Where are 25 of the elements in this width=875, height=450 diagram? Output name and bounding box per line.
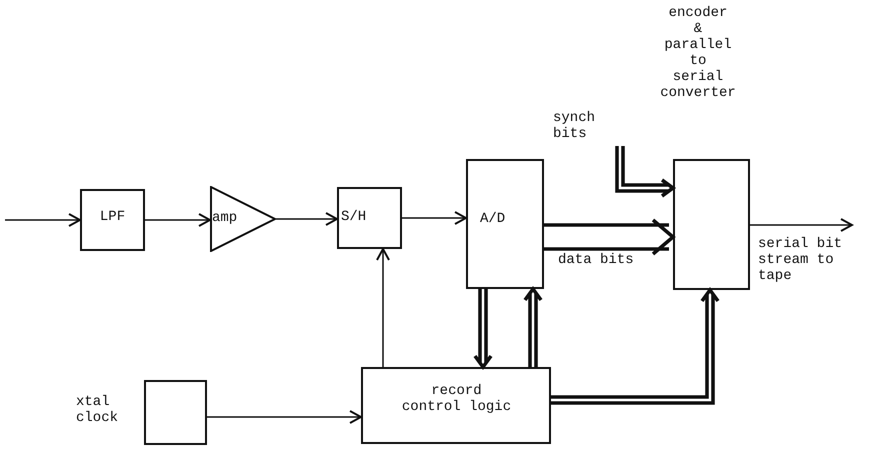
arrow	[5, 213, 81, 227]
block-label: record control logic	[400, 383, 512, 416]
block-label: LPF	[98, 209, 126, 226]
block-box	[80, 189, 145, 251]
arrow	[145, 213, 211, 227]
signal-label: synch bits	[553, 110, 596, 142]
block-box	[337, 187, 402, 249]
arrow	[402, 211, 467, 225]
block-box	[466, 159, 544, 289]
amplifier-triangle	[210, 186, 276, 252]
arrow	[276, 212, 338, 226]
bus-arrow	[473, 287, 493, 370]
block-box	[361, 367, 551, 444]
arrow	[750, 218, 853, 232]
block-label: amp	[212, 210, 238, 226]
bus-arrow	[615, 144, 676, 198]
block-label: A/D	[480, 211, 506, 228]
block-label: S/H	[341, 209, 368, 226]
bus-arrow	[549, 286, 720, 405]
arrow	[207, 410, 362, 424]
block-label: encoder & parallel to serial converter	[659, 5, 737, 102]
arrow	[376, 248, 390, 367]
bus-arrow	[523, 286, 543, 369]
block-label: xtal clock	[76, 394, 120, 426]
bus-arrow	[542, 218, 676, 256]
